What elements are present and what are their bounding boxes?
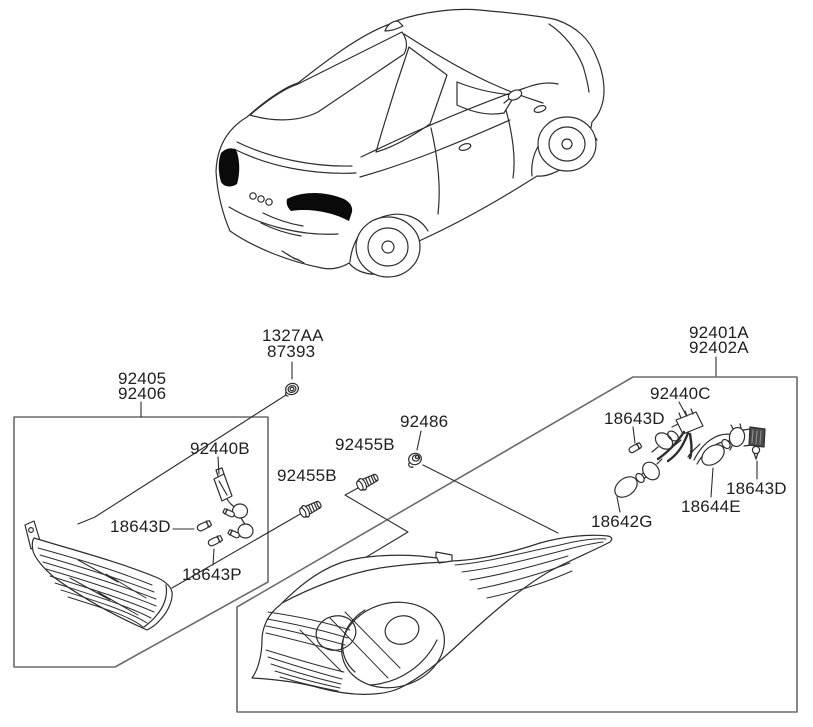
inner-lamp-drawing xyxy=(25,521,172,630)
outer-lamp-group-box xyxy=(237,377,797,712)
part-label-87393: 87393 xyxy=(267,342,316,361)
socket-2 xyxy=(238,524,253,538)
socket-1 xyxy=(233,504,248,518)
socket-92440b-drawing xyxy=(214,468,253,540)
rear-wheel xyxy=(356,217,420,277)
bulb-18643d-harness-icon xyxy=(627,441,643,455)
front-door-handle xyxy=(533,104,546,113)
connector-92440c xyxy=(676,412,703,434)
bulb-18643d-inner-icon xyxy=(195,519,213,533)
part-label-92401A: 92401A xyxy=(689,323,749,342)
part-label-92440B: 92440B xyxy=(190,439,250,458)
flange-step xyxy=(436,552,452,561)
car-illustration xyxy=(216,9,604,277)
harness-92440c-drawing xyxy=(611,409,765,501)
lens-streaks xyxy=(300,612,400,678)
roof-drip-rail xyxy=(404,34,543,103)
upper-lobe-edge xyxy=(282,562,445,603)
antenna-fin xyxy=(385,21,403,31)
screw-92455b-mid-icon xyxy=(354,470,381,493)
part-label-18644E: 18644E xyxy=(681,497,741,516)
lamp-outline xyxy=(32,538,172,630)
lamp-side-rim xyxy=(144,585,167,627)
tail-lamp-left-black xyxy=(218,148,240,187)
part-label-92402A: 92402A xyxy=(689,338,749,357)
grommet-screw-92486-icon xyxy=(407,452,422,467)
body-crease xyxy=(360,120,510,177)
part-label-1327AA: 1327AA xyxy=(262,326,324,345)
rear-door-handle xyxy=(458,142,471,151)
part-label-92440C: 92440C xyxy=(650,384,711,403)
lens-reflection-streaks xyxy=(70,560,146,615)
part-label-18643P: 18643P xyxy=(182,565,242,584)
front-door-window xyxy=(457,82,515,114)
part-label-18643D-right: 18643D xyxy=(726,479,787,498)
outer-lamp-drawing xyxy=(252,535,612,699)
lens-hatching-upper xyxy=(266,612,350,652)
reflector-bowls xyxy=(312,591,454,699)
spear-streaks xyxy=(455,539,606,598)
trunk-badge xyxy=(250,193,272,205)
rear-door-seam xyxy=(431,128,439,214)
spoiler-lip-line xyxy=(237,142,352,166)
part-label-18643D-harness: 18643D xyxy=(604,409,665,428)
lens-hatching xyxy=(38,548,156,627)
lower-left-socket xyxy=(639,459,663,483)
windshield-inner xyxy=(549,24,589,92)
front-door-seam xyxy=(506,110,514,178)
bumper-hatch-marks xyxy=(282,251,304,263)
part-label-92455B-left: 92455B xyxy=(277,466,337,485)
rear-glass xyxy=(250,32,406,120)
front-wheel xyxy=(538,117,596,171)
lens-hatching-lower xyxy=(266,650,344,691)
part-label-18642G: 18642G xyxy=(591,512,653,531)
right-socket-assembly xyxy=(728,424,765,450)
upper-left-socket xyxy=(652,429,680,452)
flange-nut-icon xyxy=(284,382,300,397)
leader-lines xyxy=(78,357,757,588)
part-label-92405: 92405 xyxy=(118,369,167,388)
part-label-92486: 92486 xyxy=(400,412,449,431)
bulb-18644e-icon xyxy=(698,438,732,469)
bumper-top-line xyxy=(229,207,338,234)
bulb-18642g-icon xyxy=(611,472,646,501)
rear-door-window xyxy=(376,47,447,152)
trunk-deck-line xyxy=(234,149,356,173)
license-recess xyxy=(261,213,303,236)
bulb-18643d-right-icon xyxy=(752,446,759,459)
beltline xyxy=(361,83,558,157)
part-label-92455B-mid: 92455B xyxy=(335,435,395,454)
bulb-18643p-icon xyxy=(206,534,224,548)
part-label-92406: 92406 xyxy=(118,384,167,403)
screw-92455b-left-icon xyxy=(297,497,324,520)
inner-lamp-group-box xyxy=(14,417,268,667)
tail-lamp-right-black xyxy=(286,193,353,221)
side-mirror xyxy=(504,88,523,103)
part-label-18643D-inner: 18643D xyxy=(110,517,171,536)
